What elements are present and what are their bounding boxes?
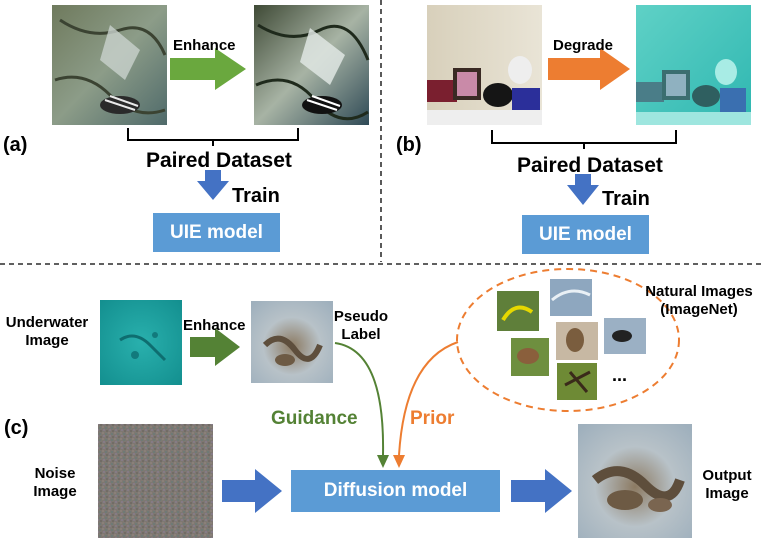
panel-b-dataset-label: Paired Dataset (517, 154, 663, 177)
panel-b-train-arrow (567, 174, 599, 205)
noise-to-diffusion-arrow (222, 469, 282, 513)
panel-a-brace (127, 128, 299, 146)
panel-b-brace (491, 130, 677, 149)
natural-images-label: Natural Images(ImageNet) (645, 283, 753, 318)
prior-curve (398, 341, 459, 456)
output-image (578, 424, 692, 538)
panel-b-degrade-arrow (548, 48, 630, 90)
panel-c-enhance-arrow (190, 328, 240, 366)
natural-image-thumbnails (497, 279, 646, 400)
underwater-image (100, 300, 182, 385)
guidance-arrowhead (377, 455, 389, 468)
panel-b-degrade-label: Degrade (553, 37, 614, 54)
panel-a-enhance-label: Enhance (173, 37, 236, 54)
panel-b-train-label: Train (602, 188, 650, 210)
panel-a-train-arrow (197, 170, 229, 200)
panel-a-dataset-label: Paired Dataset (146, 149, 292, 172)
panel-a-train-label: Train (232, 185, 280, 207)
panel-b-degraded-image (636, 5, 751, 125)
prior-arrowhead (393, 455, 405, 468)
natural-images-ellipsis: ... (612, 365, 628, 385)
panel-a-enhanced-image (254, 5, 370, 125)
diffusion-model-box: Diffusion model (291, 470, 500, 512)
prior-label: Prior (410, 408, 455, 429)
panel-b-label: (b) (396, 134, 422, 156)
panel-b-uie-model-box: UIE model (522, 215, 649, 254)
panel-a-enhance-arrow (170, 48, 246, 90)
panel-b-raw-image (427, 5, 542, 125)
pseudo-label-image (251, 301, 333, 383)
guidance-label: Guidance (271, 408, 358, 429)
guidance-curve (334, 342, 385, 456)
panel-c-label: (c) (4, 417, 29, 439)
panel-a-raw-image (52, 5, 167, 125)
panel-a-uie-model-box: UIE model (153, 213, 280, 252)
panel-c-enhance-label: Enhance (183, 317, 246, 334)
panel-a-label: (a) (3, 134, 28, 156)
natural-images-ellipse (456, 268, 680, 412)
diffusion-to-output-arrow (511, 469, 572, 513)
noise-image (98, 424, 213, 538)
